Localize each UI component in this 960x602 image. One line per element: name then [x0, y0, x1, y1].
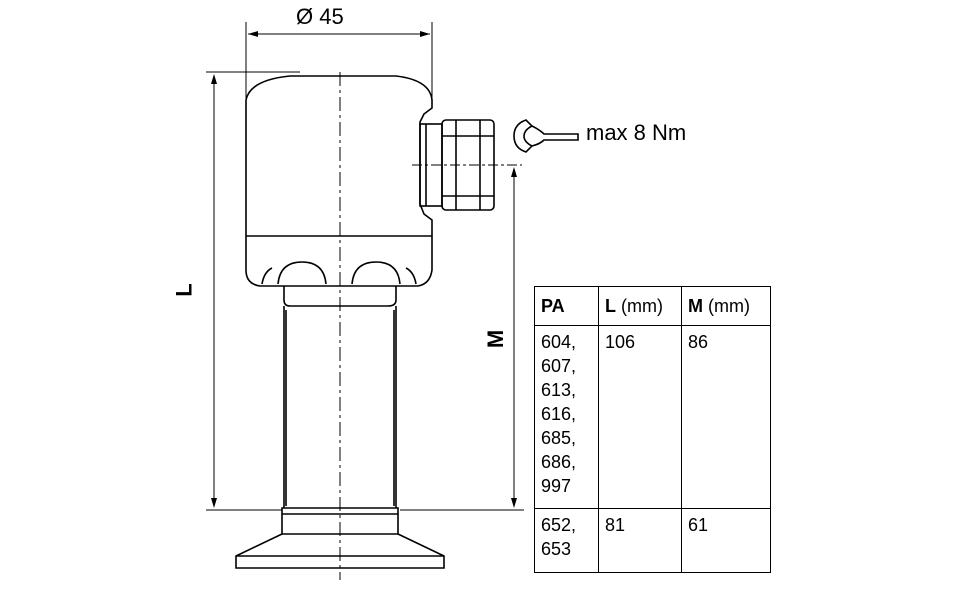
- header-pa: PA: [534, 286, 599, 326]
- cell-m: 86: [681, 325, 771, 509]
- torque-label: max 8 Nm: [586, 120, 687, 145]
- housing-bump-right: [351, 261, 401, 285]
- length-label: L: [171, 283, 197, 297]
- cell-l: 81: [598, 508, 682, 573]
- m-label: M: [483, 329, 509, 349]
- cell-l: 106: [598, 325, 682, 509]
- table-row: 652, 653 81 61: [534, 508, 771, 573]
- neck-ring: [283, 286, 397, 307]
- cell-pa: 604, 607, 613, 616, 685, 686, 997: [534, 325, 599, 509]
- header-m: M (mm): [681, 286, 771, 326]
- table-header-row: PA L (mm) M (mm): [534, 286, 771, 326]
- table-row: 604, 607, 613, 616, 685, 686, 997 106 86: [534, 325, 771, 509]
- cell-m: 61: [681, 508, 771, 573]
- diameter-label: Ø 45: [296, 4, 344, 29]
- header-l: L (mm): [598, 286, 682, 326]
- dimension-table: PA L (mm) M (mm) 604, 607, 613, 616, 685…: [534, 286, 771, 573]
- cell-pa: 652, 653: [534, 508, 599, 573]
- housing-outline: [245, 75, 433, 287]
- wrench-icon: [513, 119, 579, 153]
- housing-bump-left: [277, 261, 327, 285]
